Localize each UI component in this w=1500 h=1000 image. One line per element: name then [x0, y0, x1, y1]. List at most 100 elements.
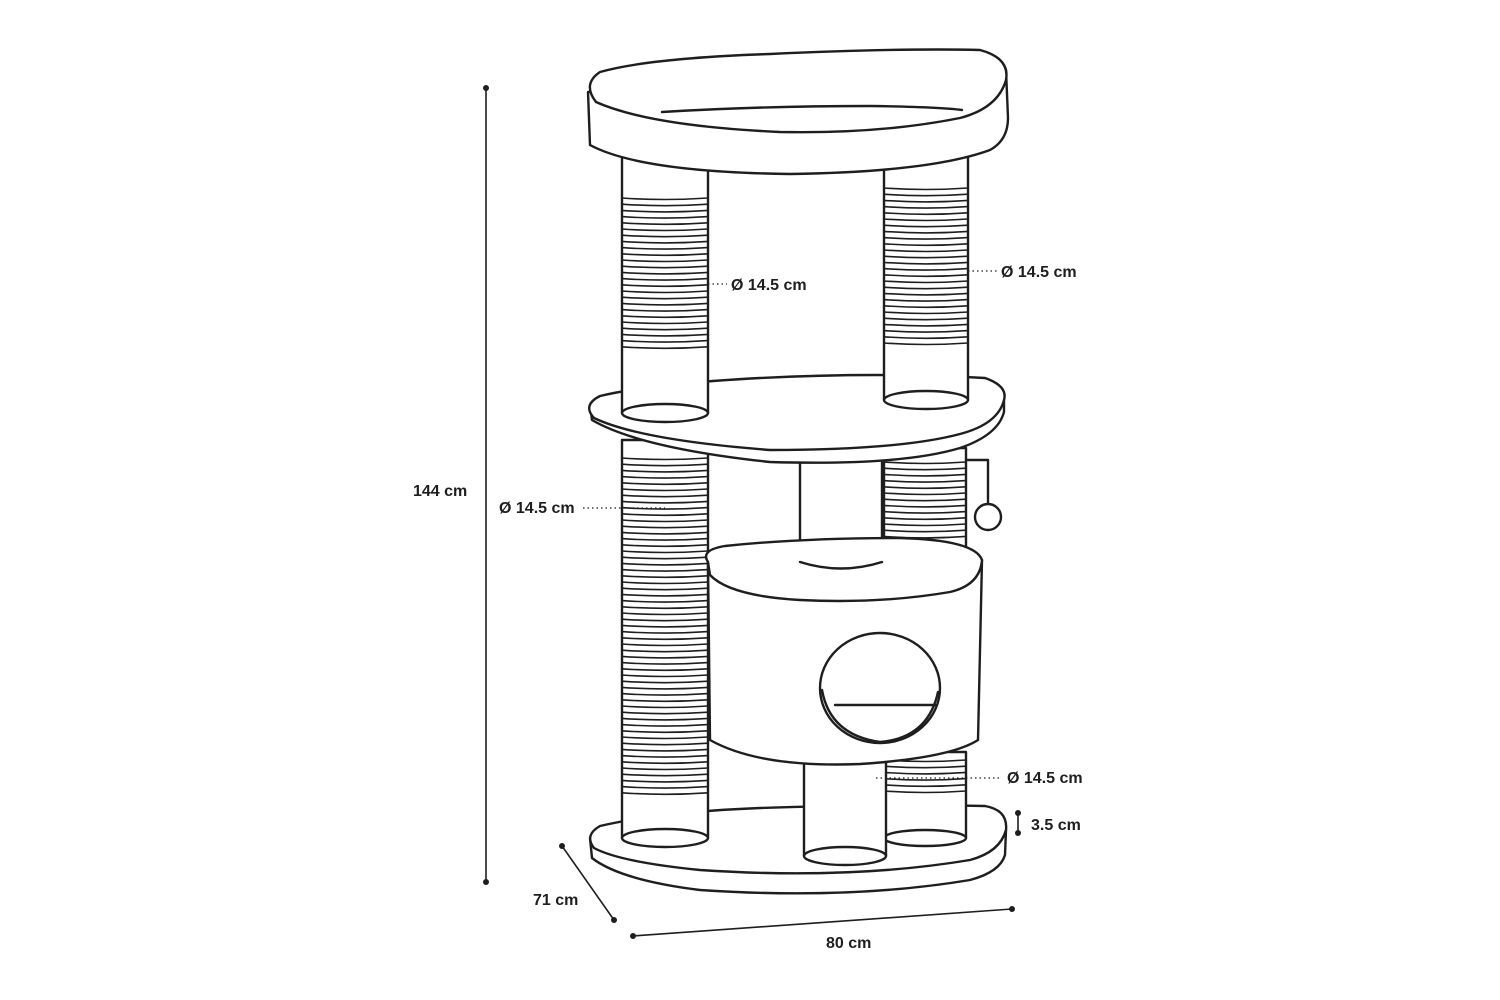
- rope-wrap: [883, 523, 967, 527]
- lower-back-right-post-body: [882, 750, 968, 840]
- rope-wrap: [883, 486, 967, 490]
- upper-left-post-body: [620, 153, 710, 415]
- rope-wrap: [621, 321, 709, 325]
- rope-wrap: [621, 668, 709, 672]
- rope-wrap: [621, 327, 709, 331]
- depth-dimension: 71 cm: [533, 843, 617, 923]
- rope-wrap: [883, 317, 969, 321]
- depth-dimension-line: [561, 845, 615, 921]
- rope-wrap: [621, 222, 709, 226]
- rope-wrap: [621, 581, 709, 585]
- diameter-label-top-left: Ø 14.5 cm: [731, 277, 807, 294]
- width-dimension: 80 cm: [630, 906, 1015, 952]
- base-thickness-dimension: 3.5 cm: [1015, 810, 1081, 836]
- rope-wrap: [883, 187, 969, 191]
- rope-wrap: [883, 790, 967, 794]
- rope-wrap: [621, 469, 709, 473]
- rope-wrap: [883, 292, 969, 296]
- base-thickness-dimension-end: [1015, 830, 1021, 836]
- rope-wrap: [883, 224, 969, 228]
- rope-wrap: [621, 302, 709, 306]
- lower-center-post-body: [802, 760, 888, 858]
- rope-wrap: [883, 765, 967, 769]
- rope-wrap: [621, 593, 709, 597]
- rope-wrap: [621, 612, 709, 616]
- long-left-post-bottom: [620, 827, 710, 849]
- rope-wrap: [621, 525, 709, 529]
- rope-wrap: [621, 655, 709, 659]
- rope-wrap: [883, 193, 969, 197]
- diameter-label-top-right: Ø 14.5 cm: [1001, 264, 1077, 281]
- width-label: 80 cm: [826, 935, 871, 952]
- rope-wrap: [621, 234, 709, 238]
- rope-wrap: [621, 513, 709, 517]
- hanging-toy-ball: [973, 502, 1003, 532]
- rope-wrap: [621, 680, 709, 684]
- rope-wrap: [621, 568, 709, 572]
- lower-center-post: [802, 760, 888, 867]
- rope-wrap: [621, 482, 709, 486]
- rope-wrap: [621, 296, 709, 300]
- top-bed-inner-edge: [660, 104, 964, 114]
- rope-wrap: [883, 298, 969, 302]
- height-dimension-start: [483, 85, 489, 91]
- rope-wrap: [621, 643, 709, 647]
- rope-wrap: [621, 736, 709, 740]
- rope-wrap: [621, 562, 709, 566]
- long-left-post: [620, 438, 710, 849]
- base-thickness-dimension-start: [1015, 810, 1021, 816]
- rope-wrap: [883, 249, 969, 253]
- rope-wrap: [621, 215, 709, 219]
- rope-wrap: [621, 767, 709, 771]
- rope-wrap: [621, 748, 709, 752]
- rope-wrap: [621, 519, 709, 523]
- rope-wrap: [883, 230, 969, 234]
- rope-wrap: [621, 475, 709, 479]
- rope-wrap: [883, 784, 967, 788]
- rope-wrap: [621, 717, 709, 721]
- height-dimension: 144 cm: [413, 85, 489, 885]
- rope-wrap: [621, 197, 709, 201]
- rope-wrap: [621, 277, 709, 281]
- rope-wrap: [621, 506, 709, 510]
- rope-wrap: [621, 550, 709, 554]
- rope-wrap: [883, 199, 969, 203]
- rope-wrap: [621, 705, 709, 709]
- rope-wrap: [883, 305, 969, 309]
- rope-wrap: [883, 261, 969, 265]
- rope-wrap: [621, 308, 709, 312]
- middle-back-right-post-rope: [883, 461, 967, 539]
- rope-wrap: [883, 274, 969, 278]
- rope-wrap: [621, 537, 709, 541]
- rope-wrap: [621, 587, 709, 591]
- hanging-toy-string: [964, 458, 990, 506]
- rope-wrap: [621, 599, 709, 603]
- rope-wrap: [621, 315, 709, 319]
- rope-wrap: [883, 504, 967, 508]
- rope-wrap: [621, 730, 709, 734]
- rope-wrap: [621, 531, 709, 535]
- rope-wrap: [621, 209, 709, 213]
- rope-wrap: [621, 346, 709, 350]
- condo-box: [704, 536, 984, 766]
- rope-wrap: [621, 500, 709, 504]
- depth-dimension-end: [611, 917, 617, 923]
- upper-left-post: [620, 153, 710, 424]
- rope-wrap: [621, 556, 709, 560]
- rope-wrap: [883, 255, 969, 259]
- rope-wrap: [621, 544, 709, 548]
- upper-right-post: [882, 153, 970, 411]
- rope-wrap: [621, 271, 709, 275]
- rope-wrap: [621, 246, 709, 250]
- rope-wrap: [883, 777, 967, 781]
- rope-wrap: [883, 205, 969, 209]
- rope-wrap: [883, 467, 967, 471]
- rope-wrap: [883, 771, 967, 775]
- depth-dimension-start: [559, 843, 565, 849]
- rope-wrap: [883, 236, 969, 240]
- rope-wrap: [883, 311, 969, 315]
- diameter-label-bottom-right: Ø 14.5 cm: [1007, 770, 1083, 787]
- rope-wrap: [621, 290, 709, 294]
- diameter-callout-top-right: Ø 14.5 cm: [968, 264, 1077, 281]
